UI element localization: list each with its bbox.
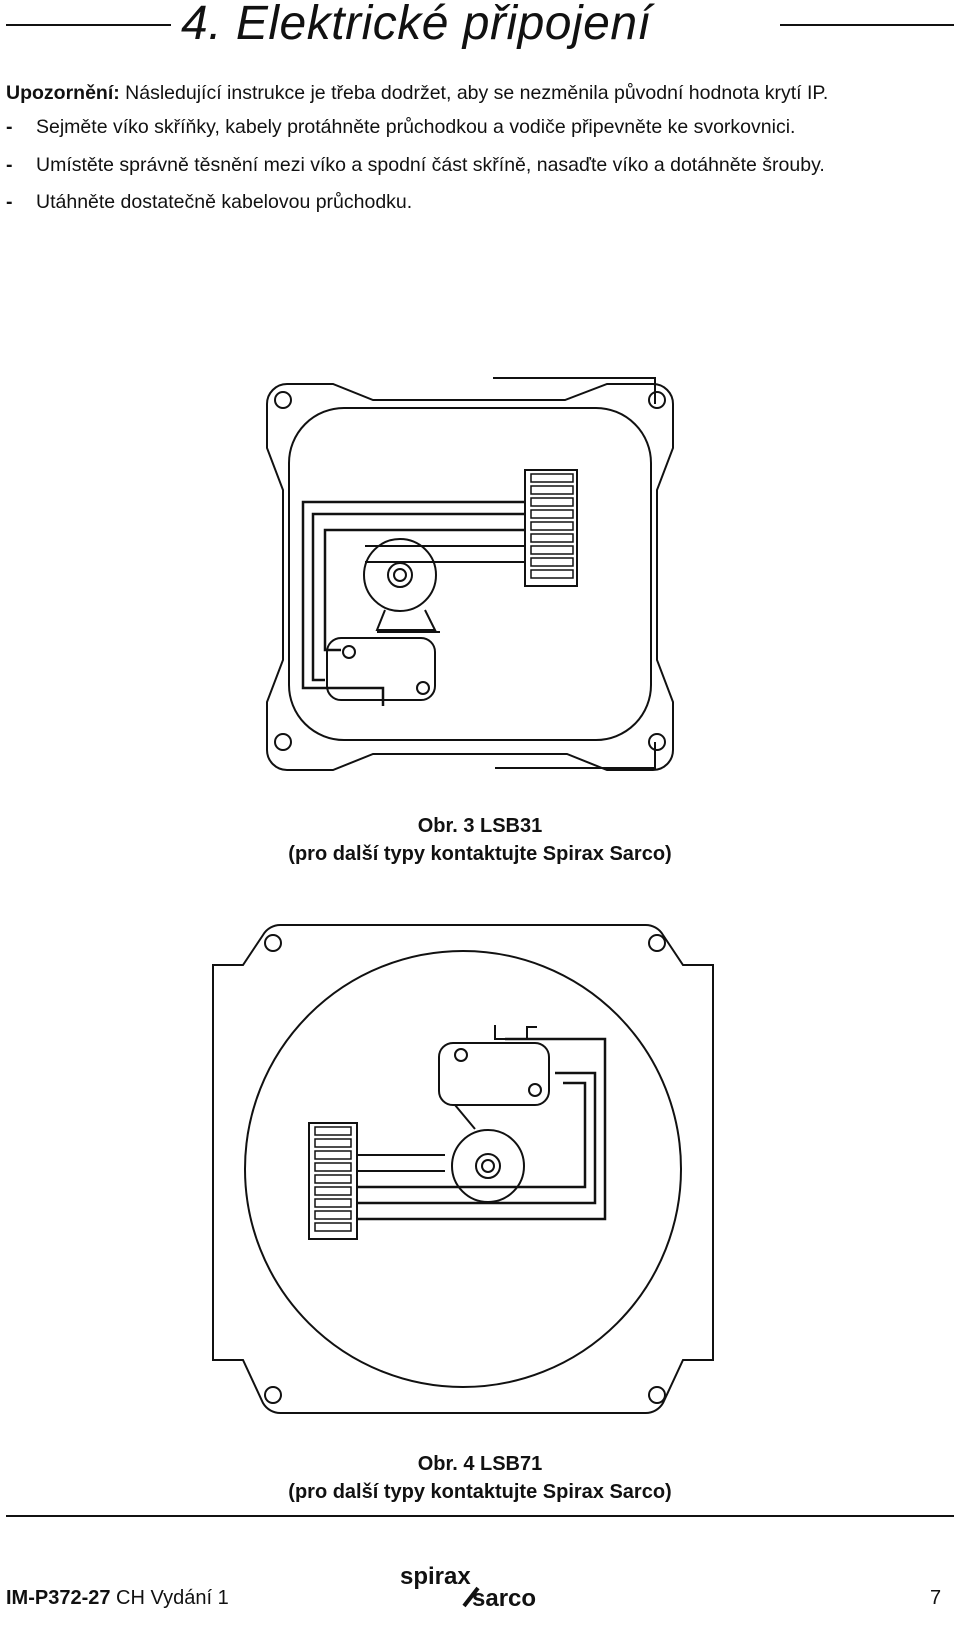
page-title: 4. Elektrické připojení [181,0,652,50]
figure-4-caption-line1: Obr. 4 LSB71 [417,1453,543,1475]
instruction-text: Umístěte správně těsnění mezi víko a spo… [36,153,825,176]
instruction-item: - Utáhněte dostatečně kabelovou průchodku… [6,191,825,229]
warning-paragraph: Upozornění: Následující instrukce je tře… [6,82,828,105]
section-heading: 4. Elektrické připojení [0,0,960,56]
spirax-sarco-logo: spirax sarco [400,1563,536,1610]
instruction-item: - Sejměte víko skříňky, kabely protáhněte… [6,116,825,154]
document-edition: CH Vydání 1 [110,1587,229,1609]
instruction-text: Utáhněte dostatečně kabelovou průchodku. [36,191,413,213]
warning-label: Upozornění: [6,82,120,104]
heading-rule-right [780,24,954,26]
list-bullet: - [6,191,13,213]
figure-3-caption-line1: Obr. 3 LSB31 [417,815,543,837]
figure-lsb71-diagram [212,923,714,1415]
logo-word-sarco: sarco [472,1585,536,1610]
figure-3-caption-line2: (pro další typy kontaktujte Spirax Sarco… [288,843,672,865]
figure-4-caption-line2: (pro další typy kontaktujte Spirax Sarco… [288,1481,672,1503]
warning-text: Následující instrukce je třeba dodržet, … [119,82,829,104]
list-bullet: - [6,153,13,176]
page-number: 7 [930,1587,942,1609]
instruction-item: -Umístěte správně těsnění mezi víko a sp… [6,154,825,192]
logo-word-spirax: spirax [400,1563,471,1590]
document-id: IM-P372-27 CH Vydání 1 [6,1587,229,1610]
figure-lsb31-diagram [266,377,674,771]
instruction-list: - Sejměte víko skříňky, kabely protáhněte… [6,116,825,229]
instruction-text: Sejměte víko skříňky, kabely protáhněte … [36,116,796,138]
heading-rule-left [6,24,171,26]
document-code: IM-P372-27 [6,1587,111,1609]
footer-rule [6,1515,954,1517]
list-bullet: - [6,116,13,138]
